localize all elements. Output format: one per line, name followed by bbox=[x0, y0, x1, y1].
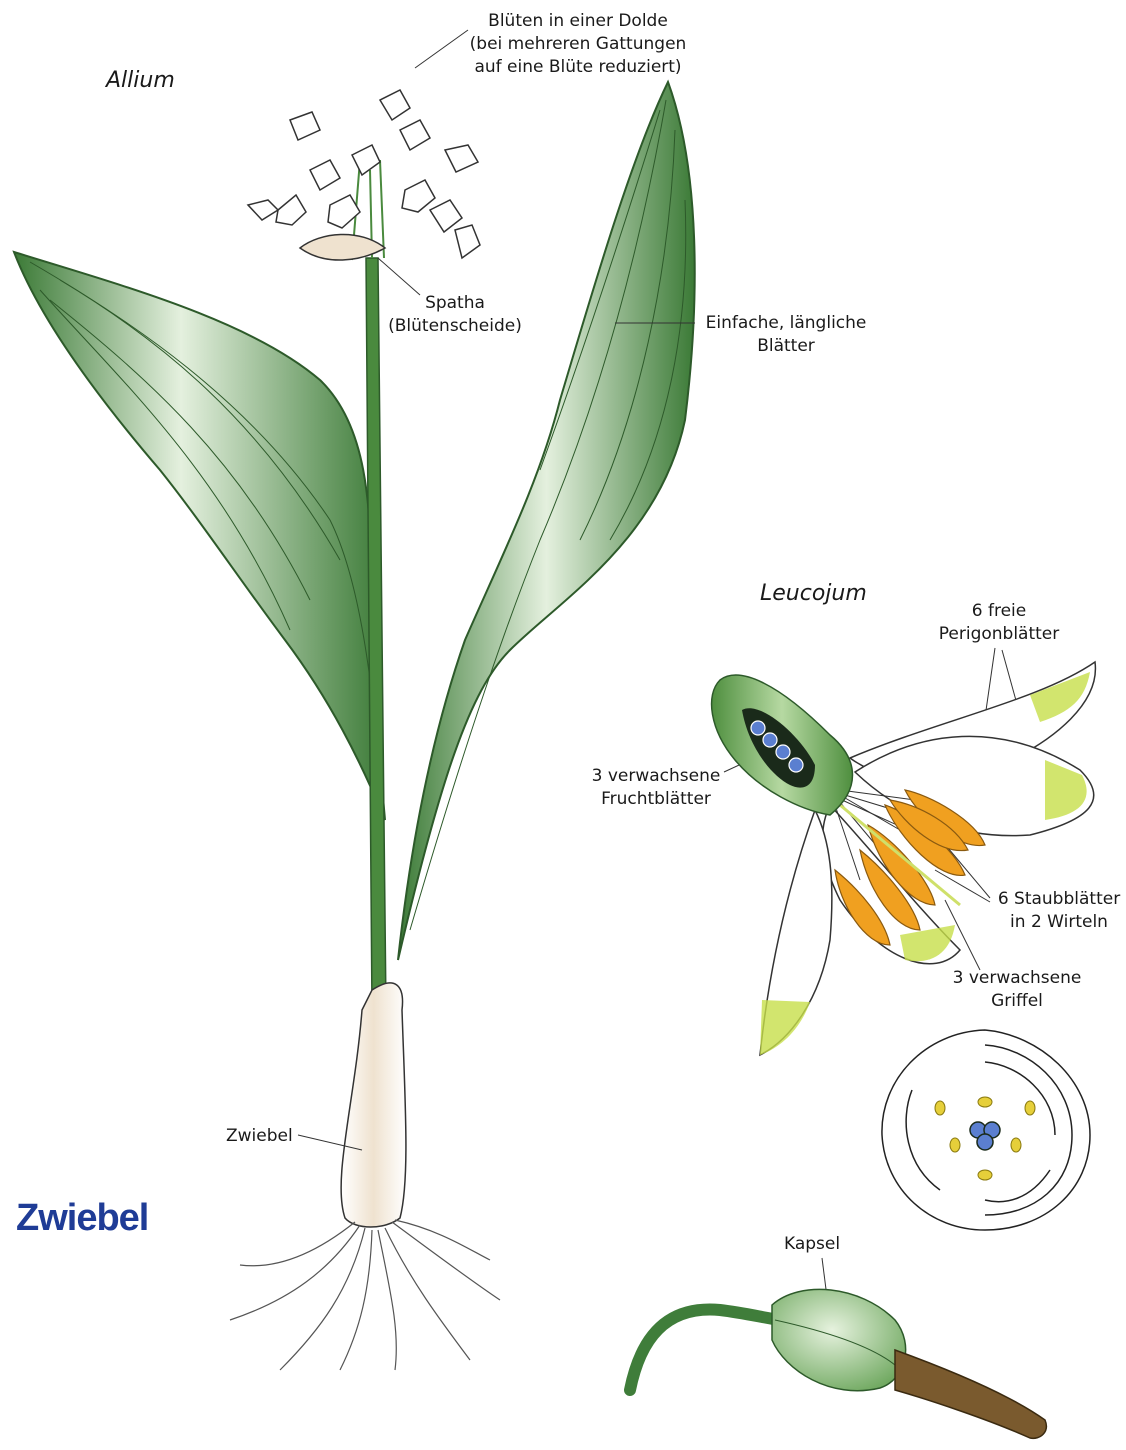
label-spatha: Spatha (Blütenscheide) bbox=[382, 292, 528, 338]
roots bbox=[230, 1220, 500, 1370]
label-umbel: Blüten in einer Dolde (bei mehreren Gatt… bbox=[462, 10, 694, 79]
label-capsule: Kapsel bbox=[784, 1233, 840, 1256]
label-styles: 3 verwachsene Griffel bbox=[944, 967, 1090, 1013]
umbel bbox=[248, 90, 480, 260]
stem bbox=[366, 258, 386, 1010]
label-perigon: 6 freie Perigonblätter bbox=[928, 600, 1070, 646]
floral-diagram bbox=[882, 1030, 1090, 1230]
title-allium: Allium bbox=[106, 68, 175, 93]
bulb bbox=[341, 983, 406, 1227]
title-leucojum: Leucojum bbox=[760, 581, 867, 606]
label-bulb: Zwiebel bbox=[226, 1125, 293, 1148]
capsule bbox=[630, 1289, 1046, 1438]
label-carpels: 3 verwachsene Fruchtblätter bbox=[586, 765, 726, 811]
stamp-caption: Zwiebel bbox=[16, 1197, 148, 1240]
label-leaves: Einfache, längliche Blätter bbox=[696, 312, 876, 358]
label-stamens: 6 Staubblätter in 2 Wirteln bbox=[992, 888, 1126, 934]
left-leaf bbox=[14, 252, 385, 820]
